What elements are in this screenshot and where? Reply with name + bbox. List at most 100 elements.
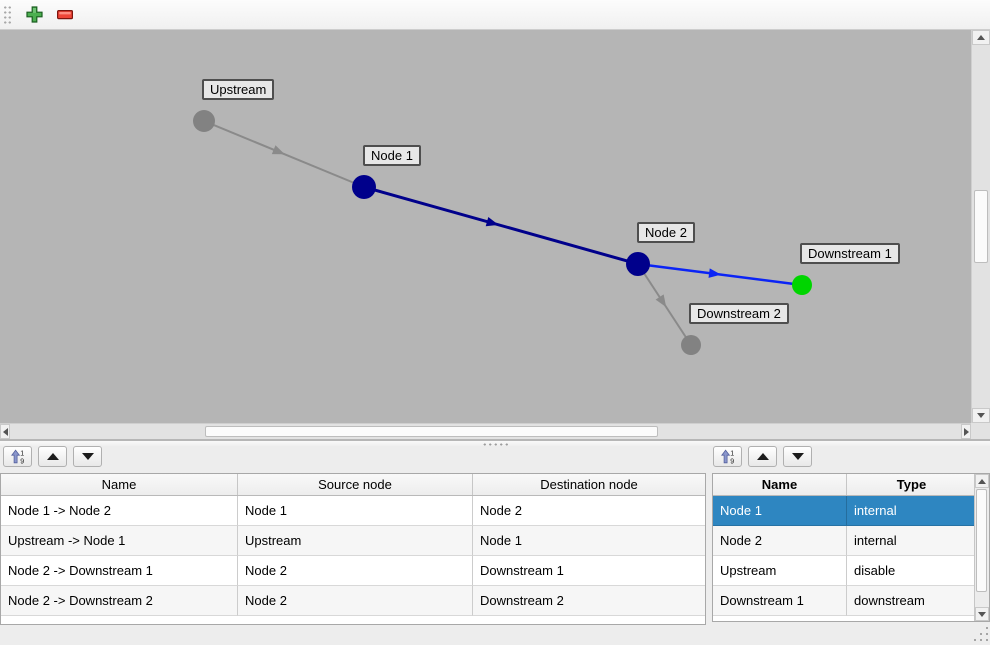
pane-splitter[interactable] [0,439,990,446]
splitter-handle-icon [482,443,509,446]
table-cell[interactable]: Node 1 [713,496,847,526]
sort-button[interactable]: 1 9 [713,446,742,467]
table-cell[interactable]: internal [847,496,976,526]
node-label-upstream[interactable]: Upstream [202,79,275,100]
table-cell[interactable]: Node 2 [238,556,473,586]
triangle-down-icon [791,453,804,460]
edges-table-toolbar: 1 9 [3,446,102,467]
add-button[interactable] [25,6,43,24]
table-cell[interactable]: downstream [847,586,976,616]
column-header[interactable]: Source node [238,474,473,495]
scroll-left-button[interactable] [0,424,10,439]
column-header[interactable]: Destination node [540,477,638,492]
svg-text:9: 9 [730,459,734,464]
scroll-up-button[interactable] [972,30,990,45]
graph-node-node-2[interactable] [626,252,650,276]
arrow-down-icon [977,413,985,418]
table-cell[interactable]: Upstream -> Node 1 [1,526,238,556]
move-down-button[interactable] [73,446,102,467]
table-cell[interactable]: disable [847,556,976,586]
vertical-scrollbar-thumb[interactable] [974,190,988,263]
horizontal-scrollbar-thumb[interactable] [205,426,658,437]
graph-node-upstream[interactable] [193,110,215,132]
svg-text:9: 9 [20,459,24,464]
column-header[interactable]: Type [896,477,927,492]
scroll-down-button[interactable] [972,408,990,423]
table-cell[interactable]: Node 2 -> Downstream 1 [1,556,238,586]
window-resize-grip[interactable] [974,627,989,642]
node-label-downstream-1[interactable]: Downstream 1 [800,243,900,264]
table-cell[interactable]: Node 2 -> Downstream 2 [1,586,238,616]
toolbar-grip[interactable] [3,4,12,25]
graph-node-downstream-2[interactable] [681,335,701,355]
sort-icon: 1 9 [720,449,734,464]
scroll-up-button[interactable] [975,474,989,488]
move-up-button[interactable] [748,446,777,467]
nodes-table-scrollbar[interactable] [974,474,989,621]
table-cell[interactable]: Downstream 1 [713,586,847,616]
arrow-up-icon [978,478,986,484]
scroll-down-button[interactable] [975,607,989,621]
graph-node-node-1[interactable] [352,175,376,199]
table-cell[interactable]: Node 2 [713,526,847,556]
nodes-table-header: Name Type [713,474,976,496]
triangle-up-icon [756,453,769,460]
table-scrollbar-thumb[interactable] [976,489,987,592]
svg-text:1: 1 [20,451,24,458]
table-cell[interactable]: Upstream [238,526,473,556]
nodes-table-toolbar: 1 9 [713,446,812,467]
triangle-up-icon [46,453,59,460]
canvas-horizontal-scrollbar[interactable] [0,423,971,439]
table-cell[interactable]: Node 1 [473,526,705,556]
table-cell[interactable]: Downstream 1 [473,556,705,586]
plus-icon [25,6,43,23]
node-label-node-2[interactable]: Node 2 [637,222,695,243]
move-down-button[interactable] [783,446,812,467]
arrow-down-icon [978,611,986,617]
arrow-left-icon [2,427,8,436]
column-header[interactable]: Name [713,474,847,495]
arrow-up-icon [977,35,985,40]
edge-arrow-icon [485,216,499,227]
node-label-downstream-2[interactable]: Downstream 2 [689,303,789,324]
node-label-node-1[interactable]: Node 1 [363,145,421,166]
scroll-right-button[interactable] [961,424,971,439]
table-cell[interactable]: internal [847,526,976,556]
remove-button[interactable] [56,6,74,24]
minus-icon [57,9,73,19]
graph-svg [193,110,812,355]
column-header[interactable]: Name [1,474,238,495]
arrow-right-icon [963,427,969,436]
table-cell[interactable]: Upstream [713,556,847,586]
main-toolbar [0,0,990,30]
table-cell[interactable]: Node 1 -> Node 2 [1,496,238,526]
table-cell[interactable]: Node 1 [238,496,473,526]
triangle-down-icon [81,453,94,460]
sort-button[interactable]: 1 9 [3,446,32,467]
svg-text:1: 1 [730,451,734,458]
table-cell[interactable]: Downstream 2 [473,586,705,616]
edge-arrow-icon [271,145,285,155]
table-cell[interactable]: Node 2 [238,586,473,616]
table-cell[interactable]: Node 2 [473,496,705,526]
graph-edge-node-1-to-node-2[interactable] [363,185,639,266]
graph-node-downstream-1[interactable] [792,275,812,295]
edge-arrow-icon [655,294,667,308]
canvas-vertical-scrollbar[interactable] [971,30,990,423]
move-up-button[interactable] [38,446,67,467]
